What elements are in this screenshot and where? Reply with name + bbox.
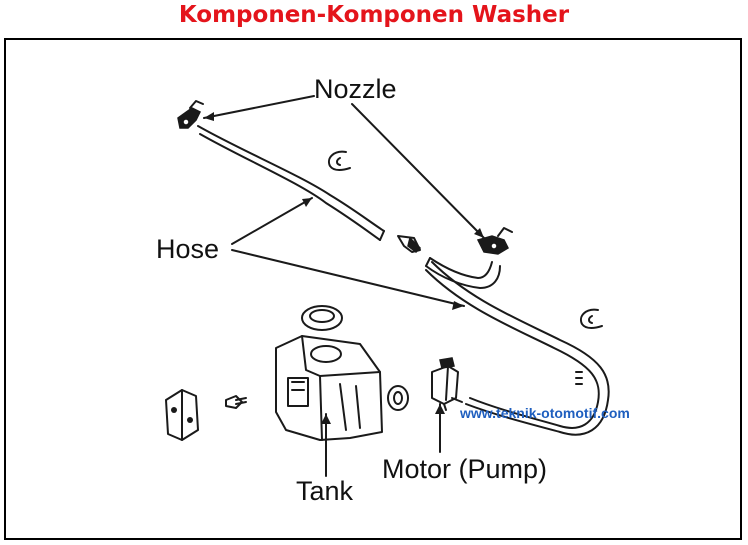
hose-clip-side (575, 371, 583, 385)
label-tank: Tank (296, 476, 354, 506)
hose-lower (425, 261, 610, 436)
grommet (387, 385, 409, 411)
hose-joint (397, 235, 422, 253)
hose-short (425, 257, 501, 289)
hose-clip-lower (580, 308, 603, 329)
label-motor-pump: Motor (Pump) (382, 454, 547, 484)
nozzle-left (177, 100, 204, 129)
mounting-bracket (165, 389, 199, 441)
page-title: Komponen-Komponen Washer (178, 2, 570, 28)
washer-motor-pump (431, 357, 463, 411)
watermark: www.teknik-otomotif.com (459, 405, 630, 421)
nozzle-right (476, 227, 513, 255)
bolt (225, 395, 247, 409)
label-nozzle: Nozzle (314, 74, 397, 104)
tank-cap (301, 305, 343, 331)
diagram-frame (4, 38, 742, 540)
hose-upper (197, 125, 385, 241)
hose-clip-upper (328, 150, 351, 171)
leader-lines (203, 95, 485, 477)
label-hose: Hose (156, 234, 219, 264)
washer-tank (275, 335, 383, 441)
